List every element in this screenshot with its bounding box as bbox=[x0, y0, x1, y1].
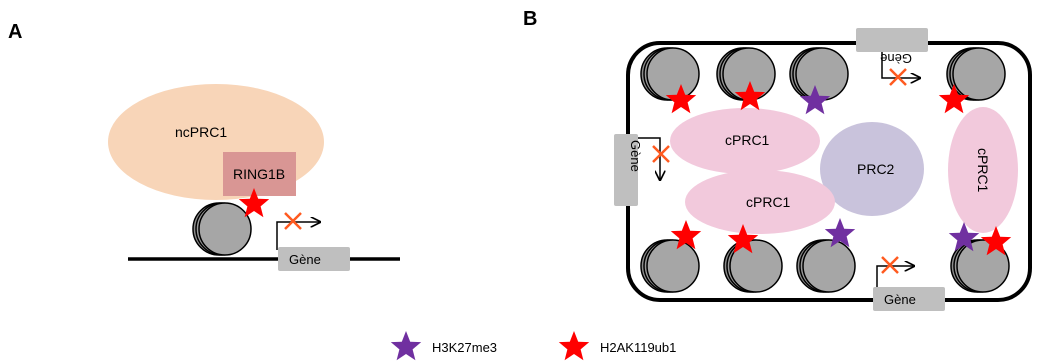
nucleosome-b-top-3 bbox=[789, 47, 849, 101]
nucleosome-b-top-1 bbox=[640, 47, 700, 101]
ring1b-label: RING1B bbox=[233, 166, 285, 182]
gene-label-left: Gène bbox=[628, 140, 643, 172]
repression-cross-top-icon bbox=[888, 67, 908, 87]
prc2-complex bbox=[820, 122, 924, 216]
cprc1-complex-bottom bbox=[685, 170, 835, 234]
repression-cross-icon bbox=[283, 211, 303, 231]
ncprc1-label: ncPRC1 bbox=[175, 124, 227, 140]
legend-h3k27me3-star-icon bbox=[390, 331, 422, 361]
gene-top: Gène bbox=[856, 28, 928, 87]
repression-cross-bottom-icon bbox=[880, 255, 900, 275]
gene-bottom: Gène bbox=[873, 255, 945, 311]
gene-box-left bbox=[614, 134, 638, 206]
nucleosome-b-bottom-3 bbox=[796, 239, 856, 293]
ring1b-subunit bbox=[223, 152, 296, 196]
gene-box-a bbox=[278, 247, 350, 271]
cprc1-label-bottom: cPRC1 bbox=[746, 194, 791, 210]
nucleosome-a bbox=[192, 202, 252, 256]
prc2-label: PRC2 bbox=[857, 161, 895, 177]
gene-left: Gène bbox=[614, 134, 671, 206]
nucleosome-b-bottom-2 bbox=[723, 239, 783, 293]
cprc1-label-right: cPRC1 bbox=[975, 148, 991, 193]
repression-cross-left-icon bbox=[651, 144, 671, 164]
gene-label-a: Gène bbox=[289, 252, 321, 267]
legend: H3K27me3 H2AK119ub1 bbox=[390, 331, 676, 361]
cprc1-complex-right bbox=[948, 107, 1018, 233]
gene-label-bottom: Gène bbox=[884, 292, 916, 307]
gene-box-bottom bbox=[873, 287, 945, 311]
panel-b: Gène Gène Gène PRC2 cPRC1 cPRC1 cPRC1 bbox=[614, 28, 1032, 311]
gene-box-top bbox=[856, 28, 928, 52]
panel-label-a: A bbox=[8, 21, 22, 43]
cprc1-complex-top bbox=[670, 108, 820, 174]
tss-arrow-icon bbox=[276, 222, 320, 250]
tss-arrow-top-icon bbox=[881, 52, 920, 78]
tss-arrow-bottom-icon bbox=[876, 266, 914, 287]
nucleosome-b-bottom-1 bbox=[640, 239, 700, 293]
legend-h3k27me3-label: H3K27me3 bbox=[432, 340, 497, 355]
cprc1-label-top: cPRC1 bbox=[725, 132, 770, 148]
tss-arrow-left-icon bbox=[638, 137, 660, 180]
gene-label-top: Gène bbox=[880, 51, 912, 66]
panel-label-b: B bbox=[523, 8, 537, 30]
legend-h2ak119ub1-star-icon bbox=[558, 331, 590, 361]
legend-h2ak119ub1-label: H2AK119ub1 bbox=[600, 340, 676, 355]
panel-a: ncPRC1 RING1B Gène bbox=[108, 84, 400, 271]
